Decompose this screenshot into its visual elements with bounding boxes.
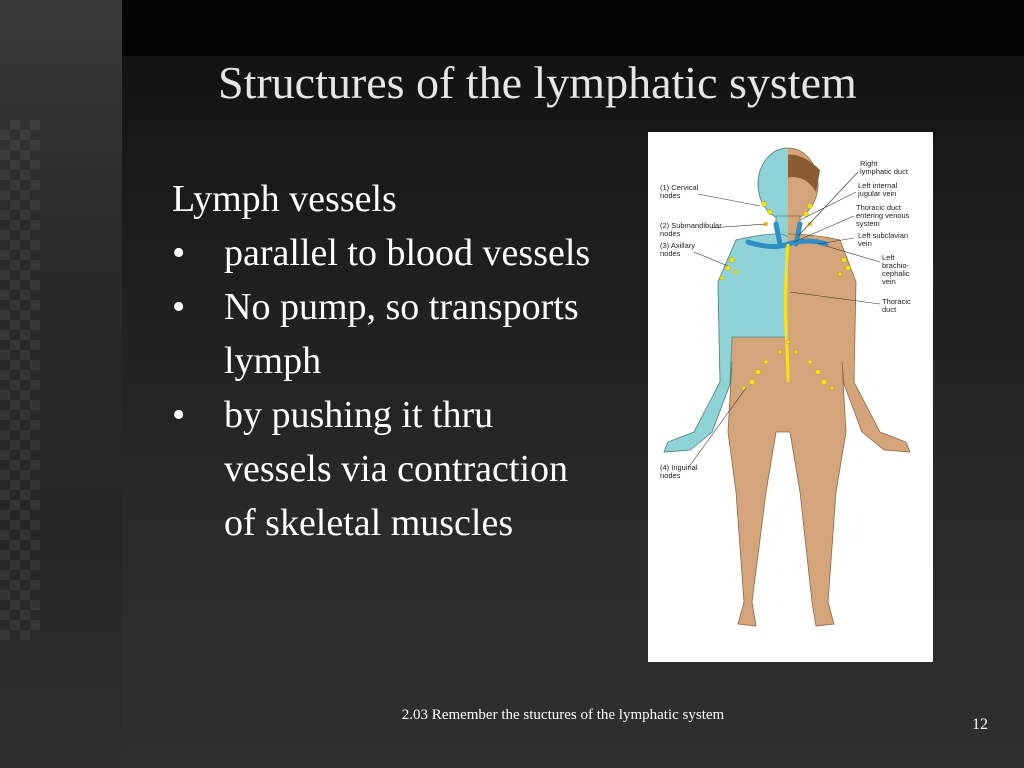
page-number: 12: [972, 716, 988, 733]
label-right-lymphatic-duct-2: lymphatic duct: [860, 167, 909, 176]
checker-pattern: [0, 120, 40, 640]
label-axillary-nodes: (3) Axillary: [660, 241, 695, 250]
label-left-brachiocephalic: Left: [882, 253, 895, 262]
top-bar: [122, 0, 1024, 56]
label-left-subclavian: Left subclavian: [858, 231, 908, 240]
bullet-item: • No pump, so transports lymph: [172, 280, 592, 388]
label-left-internal-jugular-2: jugular vein: [857, 189, 896, 198]
slide-footer: 2.03 Remember the stuctures of the lymph…: [401, 707, 725, 723]
leader-lines: [687, 171, 881, 469]
lymphatic-body-diagram: (1) Cervical nodes (2) Submandibular nod…: [648, 132, 933, 662]
bullet-text: by pushing it thru vessels via contracti…: [224, 394, 569, 544]
slide-body: Lymph vessels • parallel to blood vessels…: [172, 172, 592, 550]
label-thoracic-duct: Thoracic: [882, 297, 911, 306]
label-inguinal-nodes-2: nodes: [660, 471, 681, 480]
bullet-item: • parallel to blood vessels: [172, 226, 592, 280]
label-submandibular-nodes-2: nodes: [660, 229, 681, 238]
label-left-brachiocephalic-4: vein: [882, 277, 896, 286]
bullet-item: • by pushing it thru vessels via contract…: [172, 388, 592, 550]
label-left-internal-jugular: Left internal: [858, 181, 898, 190]
label-inguinal-nodes: (4) Inguinal: [660, 463, 698, 472]
bullet-icon: •: [172, 232, 186, 274]
label-cervical-nodes-2: nodes: [660, 191, 681, 200]
label-thoracic-duct-entering: Thoracic duct: [856, 203, 902, 212]
thoracic-duct: [783, 243, 790, 383]
bullet-text: No pump, so transports lymph: [224, 286, 579, 382]
label-thoracic-duct-entering-2: entering venous: [856, 211, 910, 220]
label-axillary-nodes-2: nodes: [660, 249, 681, 258]
label-right-lymphatic-duct: Right: [860, 159, 878, 168]
label-submandibular-nodes: (2) Submandibular: [660, 221, 722, 230]
body-silhouette: [663, 147, 911, 627]
label-left-brachiocephalic-2: brachio-: [882, 261, 910, 270]
label-left-brachiocephalic-3: cephalic: [882, 269, 910, 278]
body-diagram-svg: (1) Cervical nodes (2) Submandibular nod…: [660, 147, 911, 627]
bullet-list: • parallel to blood vessels • No pump, so …: [172, 226, 592, 550]
label-thoracic-duct-entering-3: system: [856, 219, 880, 228]
bullet-icon: •: [172, 394, 186, 436]
body-heading: Lymph vessels: [172, 178, 397, 220]
bullet-text: parallel to blood vessels: [224, 232, 591, 274]
lymph-nodes: [719, 201, 851, 391]
slide-title: Structures of the lymphatic system: [218, 57, 857, 108]
bullet-icon: •: [172, 286, 186, 328]
left-decorative-band: [0, 0, 122, 768]
label-cervical-nodes: (1) Cervical: [660, 183, 699, 192]
label-left-subclavian-2: vein: [858, 239, 872, 248]
label-thoracic-duct-2: duct: [882, 305, 897, 314]
